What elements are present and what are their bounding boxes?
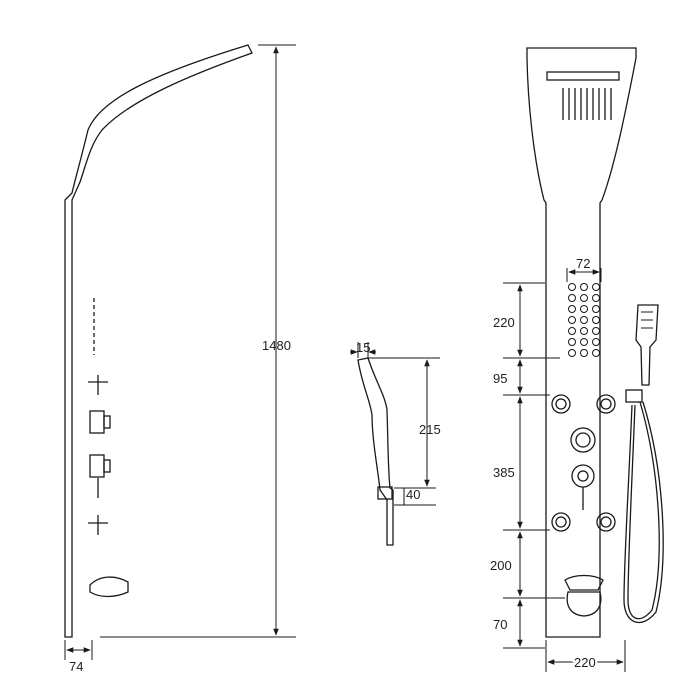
rain-head-slot — [546, 71, 620, 81]
side-knob-lower — [88, 515, 108, 535]
jets-width-label: 72 — [576, 256, 590, 271]
side-spout — [89, 576, 129, 598]
gap-label: 95 — [493, 371, 507, 386]
jet-left-upper — [551, 394, 571, 414]
spout-top — [564, 574, 604, 591]
rain-nozzles — [562, 88, 612, 120]
jet-right-lower — [596, 512, 616, 532]
side-valve-2-cap — [103, 459, 111, 473]
height-label: 1480 — [262, 338, 291, 353]
side-valve-2 — [89, 454, 105, 478]
front-handshower-head — [635, 304, 659, 386]
mixer-knob — [571, 464, 595, 488]
side-valve-1 — [89, 410, 105, 434]
hand-shower-outline — [357, 357, 394, 546]
hand-shower-view: 215 40 15 — [350, 340, 441, 546]
jet-left-lower — [551, 512, 571, 532]
controls-span-label: 385 — [493, 465, 515, 480]
diverter-knob — [570, 427, 596, 453]
front-panel-outline — [526, 47, 637, 638]
jets-block-label: 220 — [493, 315, 515, 330]
bottom-label: 70 — [493, 617, 507, 632]
front-handshower-holder — [625, 389, 643, 403]
side-profile-outline — [64, 44, 253, 638]
front-view: 72 — [490, 47, 664, 672]
side-view: 1480 74 — [64, 44, 296, 674]
hand-shower-holder — [377, 486, 393, 500]
side-valve-1-cap — [103, 415, 111, 429]
holder-label: 40 — [406, 487, 420, 502]
handshower-length-label: 215 — [419, 422, 441, 437]
spout-body — [566, 591, 602, 617]
hose — [627, 401, 660, 620]
spout-distance-label: 200 — [490, 558, 512, 573]
jet-right-upper — [596, 394, 616, 414]
depth-label: 74 — [69, 659, 83, 674]
front-vertical-dims — [503, 282, 565, 649]
side-knob-upper — [88, 375, 108, 395]
handshower-width-label: 15 — [356, 340, 370, 355]
panel-width-label: 220 — [574, 655, 596, 670]
body-jets-grid — [568, 283, 600, 357]
